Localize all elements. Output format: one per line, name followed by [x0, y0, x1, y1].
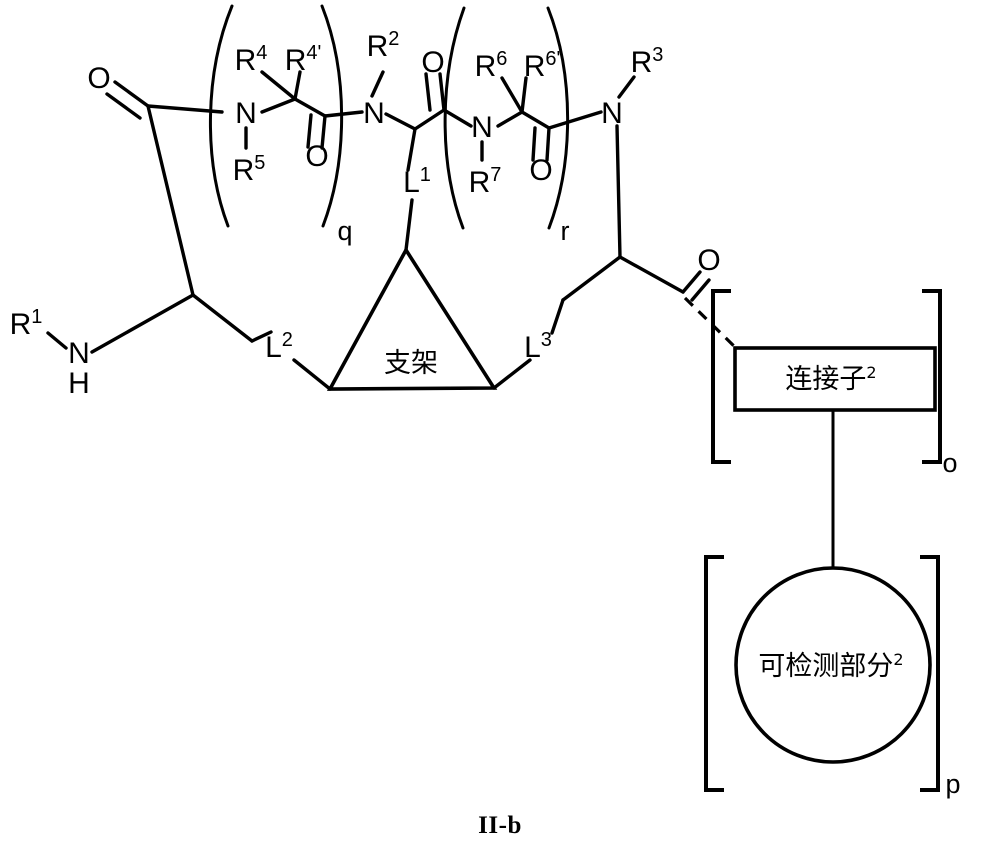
bond-l1-to-scaffold	[404, 198, 414, 252]
bracket-left-linker	[711, 289, 731, 464]
paren-open-r	[443, 6, 466, 230]
q-repeat-unit-parentheses	[209, 4, 344, 228]
label-r4-prime: R4'	[285, 42, 322, 77]
bond-carbonyl-mid-to-nr	[442, 108, 473, 128]
label-o-r: O	[529, 154, 552, 187]
paren-open-q	[209, 4, 234, 228]
detectable-moiety-circle	[734, 566, 932, 764]
r-repeat-unit-parentheses	[443, 6, 570, 230]
bond-co-double-a-left	[113, 80, 150, 108]
detectable-bracket-group	[704, 555, 940, 792]
bond-carbonyl-r-to-n3	[547, 110, 603, 130]
bond-alpha-to-carbonyl-left	[146, 104, 195, 297]
bond-co-double-b-q	[306, 113, 313, 149]
label-r4: R4	[235, 42, 268, 77]
bond-co-double-a-right	[681, 270, 702, 294]
figure-caption: II-b	[478, 812, 522, 839]
bond-l3-right-stub	[550, 298, 565, 335]
bond-co-double-a-q	[320, 114, 327, 150]
bond-nr-to-ch	[496, 110, 524, 128]
bond-n-to-alpha-left	[90, 293, 195, 354]
bond-ch-to-r4prime	[293, 70, 302, 101]
bond-scaffold-to-l3	[492, 358, 532, 390]
label-r6: R6	[475, 48, 508, 83]
label-n-q: N	[235, 97, 257, 130]
bond-n-to-r3	[617, 75, 636, 99]
left-amine-group	[46, 293, 195, 354]
label-n-central: N	[363, 97, 385, 130]
right-amide-group	[561, 75, 740, 352]
label-o-subscript: o	[942, 448, 957, 478]
label-detectable-moiety: 可检测部分2	[758, 650, 903, 682]
bond-co-double-b-r	[531, 126, 537, 162]
bond-alpha-to-l1	[406, 127, 417, 172]
bond-co-double-b-mid	[424, 72, 432, 112]
scaffold-triangle	[250, 246, 565, 391]
linker-bracket-group	[711, 289, 942, 587]
bond-r1-to-n	[46, 331, 68, 350]
bond-l2-left-stub	[250, 330, 273, 343]
bond-ch-to-r6prime	[520, 76, 528, 114]
label-r3: R3	[631, 44, 664, 79]
bracket-left-detectable	[704, 555, 724, 792]
label-o-right: O	[697, 244, 720, 277]
label-scaffold: 支架	[384, 348, 438, 379]
linker-box	[733, 346, 937, 412]
r-unit-bonds	[480, 76, 603, 162]
label-linker: 连接子2	[785, 363, 876, 395]
central-amide-group	[370, 70, 473, 252]
bond-ch-to-carbonyl-q	[293, 97, 327, 118]
label-o-q: O	[305, 140, 328, 173]
label-o-left: O	[87, 62, 110, 95]
bond-alpha-mid-to-carbonyl	[413, 108, 446, 131]
bond-alpha-right-to-carbonyl	[618, 255, 685, 294]
bond-co-double-a-mid	[438, 72, 446, 112]
scaffold-shape	[326, 246, 498, 391]
bond-ch-to-r4	[260, 70, 297, 101]
paren-close-r	[546, 6, 570, 230]
bracket-right-linker	[922, 289, 942, 464]
label-n-amine: N	[68, 337, 90, 370]
bond-ch-to-r6	[500, 76, 524, 114]
label-n-right: N	[601, 97, 623, 130]
label-n-r: N	[471, 111, 493, 144]
label-r1: R1	[10, 306, 43, 341]
label-l1: L1	[403, 164, 431, 199]
bond-alpha-to-l2	[191, 293, 254, 343]
label-r-subscript: r	[561, 216, 570, 246]
paren-close-q	[320, 4, 344, 228]
bond-carbonyl-q-to-n2	[323, 110, 364, 118]
left-carbonyl-group	[105, 80, 254, 343]
bond-dashed-to-linker	[683, 296, 740, 352]
bond-co-double-a-r	[545, 126, 551, 162]
label-p-subscript: p	[945, 769, 960, 799]
label-r2: R2	[367, 28, 400, 63]
label-l3: L3	[524, 329, 552, 364]
bond-nq-to-ch	[260, 97, 297, 114]
label-h-amine: H	[68, 367, 90, 400]
bond-n-to-r2	[370, 70, 385, 98]
bond-alpha-right-to-l3	[561, 255, 622, 302]
label-r5: R5	[233, 152, 266, 187]
label-l2: L2	[265, 329, 293, 364]
label-o-central: O	[421, 46, 444, 79]
bond-co-double-b-right	[690, 278, 711, 302]
bond-l2-to-scaffold	[292, 358, 332, 391]
bond-n2-to-alpha-mid	[384, 112, 417, 131]
q-unit-bonds	[244, 70, 364, 150]
label-r7: R7	[469, 164, 502, 199]
bond-n3-to-alpha-right	[615, 124, 622, 259]
label-r6-prime: R6'	[524, 48, 561, 83]
label-q-subscript: q	[337, 216, 352, 246]
bond-co-double-b-left	[105, 92, 142, 120]
bracket-right-detectable	[920, 555, 940, 792]
bond-ch-to-carbonyl-r	[520, 110, 551, 130]
